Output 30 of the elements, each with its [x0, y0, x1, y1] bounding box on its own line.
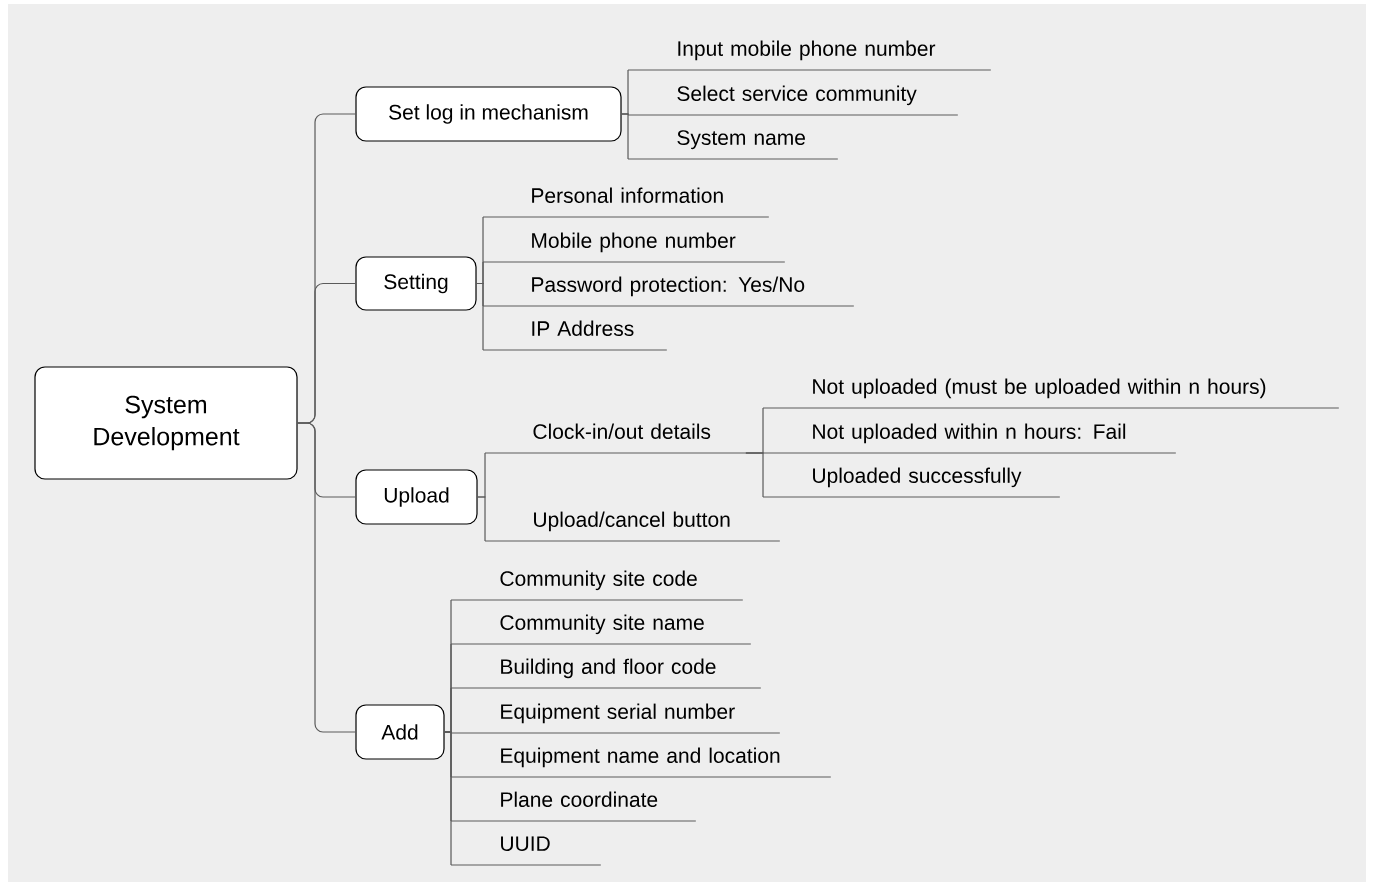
branch-item: Equipment name and location — [450, 747, 832, 778]
branch-item: Building and floor code — [450, 658, 762, 689]
branch-item: Community site name — [450, 614, 752, 645]
connector-line — [621, 113, 629, 160]
branch-item: Mobile phone number — [482, 232, 786, 263]
branch-item: Password protection: Yes/No — [482, 276, 855, 307]
connector-line — [477, 496, 486, 542]
branch-item: Not uploaded (must be uploaded within n hours) — [762, 378, 1340, 409]
branch-item: System name — [627, 130, 839, 160]
branch-item: Community site code — [450, 570, 744, 601]
branch-item: Plane coordinate — [450, 791, 697, 822]
branch-item: Input mobile phone number — [627, 40, 992, 71]
root-box: System Development — [34, 366, 298, 480]
branch-item: UUID — [450, 836, 602, 866]
branch-box: Upload — [355, 469, 478, 525]
branch-box: Add — [355, 704, 445, 760]
branch-item: Select service community — [627, 85, 959, 116]
branch-item: Clock-in/out details — [484, 423, 747, 454]
connector-line — [745, 452, 764, 498]
branch-item: IP Address — [482, 320, 668, 351]
branch-item: Uploaded successfully — [762, 467, 1061, 498]
connector-line — [476, 282, 484, 351]
branch-item: Not uploaded within n hours: Fail — [762, 423, 1177, 454]
branch-box: Set log in mechanism — [355, 86, 622, 142]
branch-item: Upload/cancel button — [484, 511, 781, 542]
connector-line — [444, 731, 452, 866]
branch-item: Equipment serial number — [450, 703, 781, 734]
connector-line — [297, 422, 356, 733]
branch-box: Setting — [355, 256, 477, 311]
branch-item: Personal information — [482, 187, 770, 218]
